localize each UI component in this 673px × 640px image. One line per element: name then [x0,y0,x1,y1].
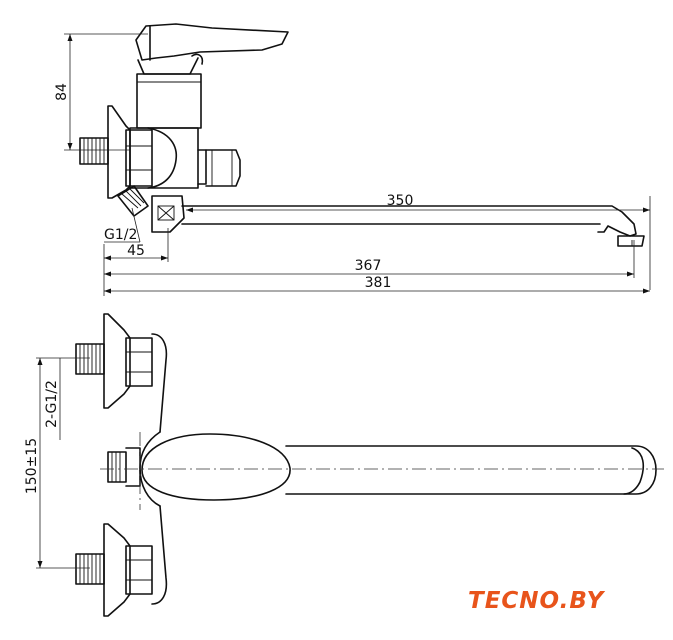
hex-nut [125,129,153,187]
dim-350: 350 [387,193,414,209]
dim-45: 45 [127,243,145,259]
lower-threaded-inlet [75,553,105,585]
dim-381: 381 [365,275,392,291]
spout-top [285,445,657,495]
lever-handle-top [141,433,291,501]
dim-84: 84 [54,83,70,101]
threaded-inlet [79,137,109,165]
label-g12-top: G1/2 [104,227,137,243]
dim-150: 150±15 [24,438,40,494]
angled-thread [117,185,149,217]
side-dimensions: 84 350 G1/2 45 367 381 [54,33,651,296]
upper-threaded-inlet [75,343,105,375]
lower-hex-nut [125,545,153,595]
spout-swivel [151,195,185,233]
top-view [75,313,664,617]
long-spout [181,205,637,237]
lever-handle [135,23,289,61]
label-2g12: 2-G1/2 [44,380,60,428]
top-dimensions: 150±15 2-G1/2 [24,357,90,569]
cartridge-cap [137,57,199,75]
side-threaded-stub [107,451,127,483]
upper-hex-nut [125,337,153,387]
tecno-logo: TECNO.BY [468,588,605,614]
outlet-connector [197,149,207,185]
side-view [79,23,645,247]
valve-body [129,127,199,189]
dim-367: 367 [355,258,382,274]
mixer-body [151,333,168,605]
